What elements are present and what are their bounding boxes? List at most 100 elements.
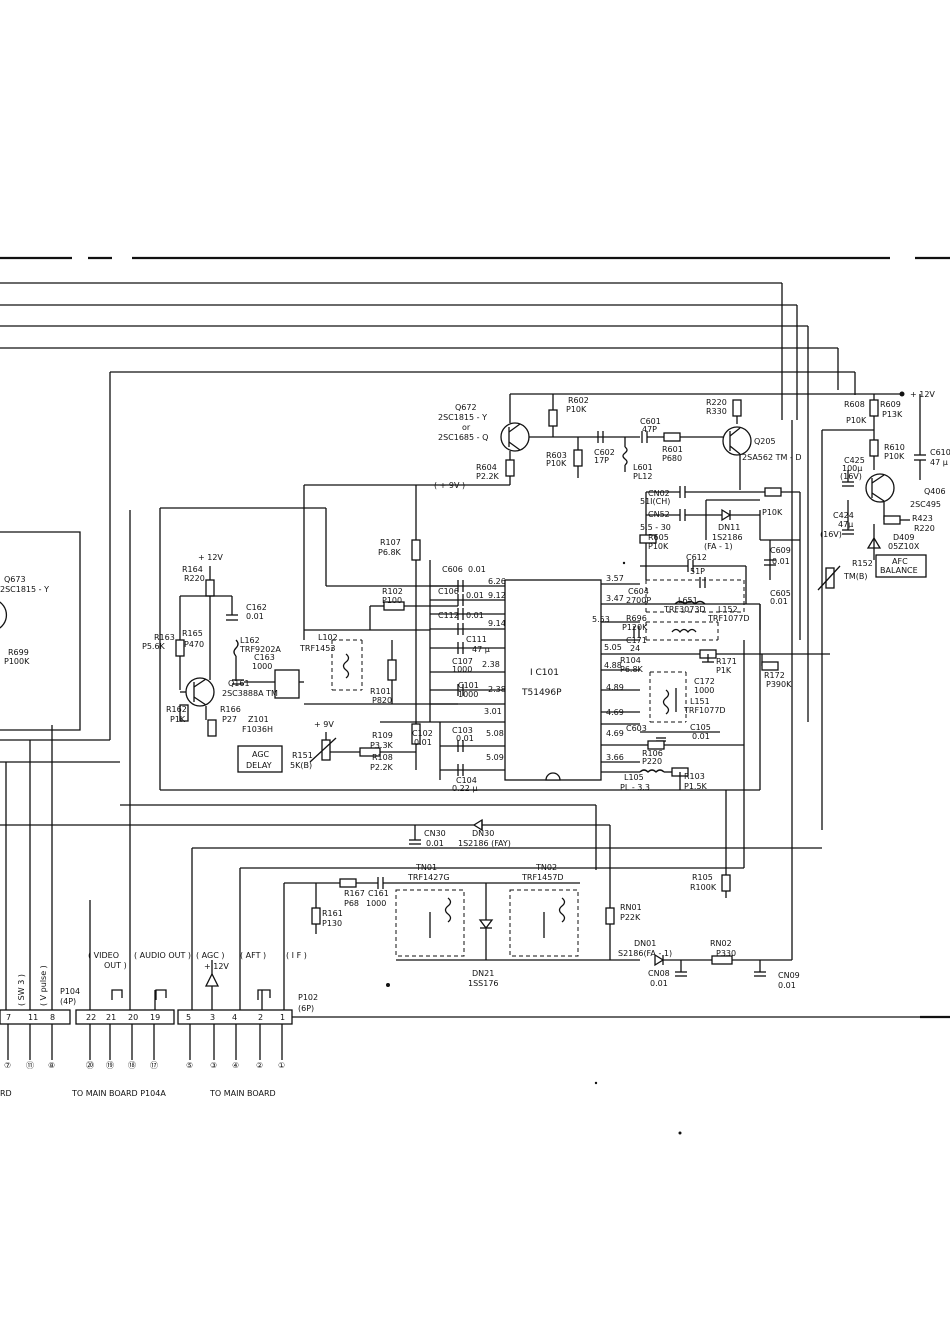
delay-label: DELAY [246,761,272,770]
r105-ref: R105 [692,873,713,882]
p102-under-1: ⑤ [186,1061,193,1070]
left-pin-1: 7 [6,1013,11,1022]
r161-ref: R161 [322,909,343,918]
r166-val: P27 [222,715,237,724]
p10k-label: P10K [762,508,783,517]
label-audio-out: ( AUDIO OUT ) [134,951,191,960]
c103-ref: C103 [452,726,473,735]
cn08-ref: CN08 [648,969,670,978]
r163-ref: R163 [154,633,175,642]
r605-val: P10K [648,542,669,551]
l601-ref: L601 [633,463,653,472]
l152-val: TRF1077D [707,614,750,623]
l651-val: TRF3073D [663,605,706,614]
c101-ref: C101 [458,681,479,690]
afc-detector: CN02 51I(CH) CN52 5.5 - 30 R605 P10K DN1… [639,486,801,640]
pin-r-6: 4.89 [606,683,624,692]
r604-val: P2.2K [476,472,500,481]
label-video: ( VIDEO [88,951,119,960]
dn11-type: (FA - 1) [704,542,733,551]
r108-val: P2.2K [370,763,394,772]
r107-ref: R107 [380,538,401,547]
label-rd: RD [0,1089,12,1098]
l102-ref: L102 [318,633,338,642]
p104-pin-4: 19 [150,1013,160,1022]
mid-wires: CN30 0.01 DN30 1S2186 (FAY) R105 R100K [0,604,822,1015]
r106-val: P220 [642,757,662,766]
r601-ref: R601 [662,445,683,454]
transistor-q673: Q673 2SC1815 - Y R699 P100K [0,531,81,731]
afc-balance: R152 TM(B) AFC BALANCE [817,554,927,591]
r151-ref: R151 [292,751,313,760]
l152-ref: L152 [718,605,738,614]
p102-pins: (6P) [298,1004,314,1013]
ic101-part: T51496P [521,688,562,698]
r161-val: P130 [322,919,342,928]
d409-val: 05Z10X [888,542,920,551]
supply-12v-left: + 12V [198,553,223,562]
cn09-ref: CN09 [778,971,800,980]
p104-under-4: ⑰ [150,1061,158,1070]
r166-ref: R166 [220,705,241,714]
cn09-val: 0.01 [778,981,796,990]
r608-val: P10K [846,416,867,425]
p104-pins: (4P) [60,997,76,1006]
label-sw3: ( SW 3 ) [17,974,26,1006]
r602-ref: R602 [568,396,589,405]
r105-val: R100K [690,883,717,892]
l162-val: TRF9202A [239,645,281,654]
cn08-val: 0.01 [650,979,668,988]
p102-pin-4: 2 [258,1013,263,1022]
p102-pin-5: 1 [280,1013,285,1022]
c161-ref: C161 [368,889,389,898]
r699-val: P100K [4,657,30,666]
dn21-val: 1SS176 [468,979,499,988]
transistor-q205: Q205 2SA562 TM - D [722,426,802,490]
l151-ref: L151 [690,697,710,706]
r163-val: P5.6K [142,642,166,651]
q672-part: 2SC1815 - Y [438,413,487,422]
r162-ref: R162 [166,705,187,714]
c425-volt: (16V) [840,472,862,481]
p102-pin-2: 3 [210,1013,215,1022]
c161-val: 1000 [366,899,386,908]
pin-v-2: 9.12 [488,591,506,600]
pin-v-3: 9.14 [488,619,506,628]
p102-under-3: ④ [232,1061,239,1070]
r162-val: P1K [170,715,186,724]
l651-ref: L651 [678,596,698,605]
r603-val: P10K [546,459,567,468]
cn02-ref: CN02 [648,489,670,498]
c172-val: 1000 [694,686,714,695]
resistor-r602: R602 P10K [529,394,640,438]
c107-ref: C107 [452,657,473,666]
preamp-q161: + 12V R164 R220 C162 0.01 R163 P5.6K [142,508,304,790]
left-pin-2: 11 [28,1013,38,1022]
label-12v: + 12V [204,962,229,971]
r610-val: P10K [884,452,905,461]
dn11-ref: DN11 [718,523,740,532]
r699-ref: R699 [8,648,29,657]
label-agc: ( AGC ) [196,951,224,960]
c112-ref: C112 [438,611,459,620]
r103-val: P1.5K [684,782,708,791]
left-under-1: ⑦ [4,1061,11,1070]
ic101-ref: I C101 [530,668,559,678]
afc-label: AFC [892,557,908,566]
q406-part: 2SC495 [910,500,941,509]
c610-val: 47 μ [930,458,948,467]
connector-drops [5,510,263,1010]
c425-ref: C425 [844,456,865,465]
c605-ref: C605 [770,589,791,598]
if-input-network: R107 P6.8K R102 P100 L102 TRF1453 R101 P… [160,485,458,770]
c103-val: 0.01 [456,734,474,743]
connector-p102: P102 (6P) 5 3 4 2 1 ⑤ ③ ④ ② ① [177,993,950,1070]
r109-val: P3.3K [370,741,394,750]
dn01-val: S2186(FA - 1) [618,949,672,958]
p104-under-1: ⑳ [86,1061,94,1070]
r102-ref: R102 [382,587,403,596]
c601-val: 47P [642,425,657,434]
pin-r-9: 3.66 [606,753,624,762]
bus-lines [0,282,856,763]
l102-val: TRF1453 [299,644,335,653]
